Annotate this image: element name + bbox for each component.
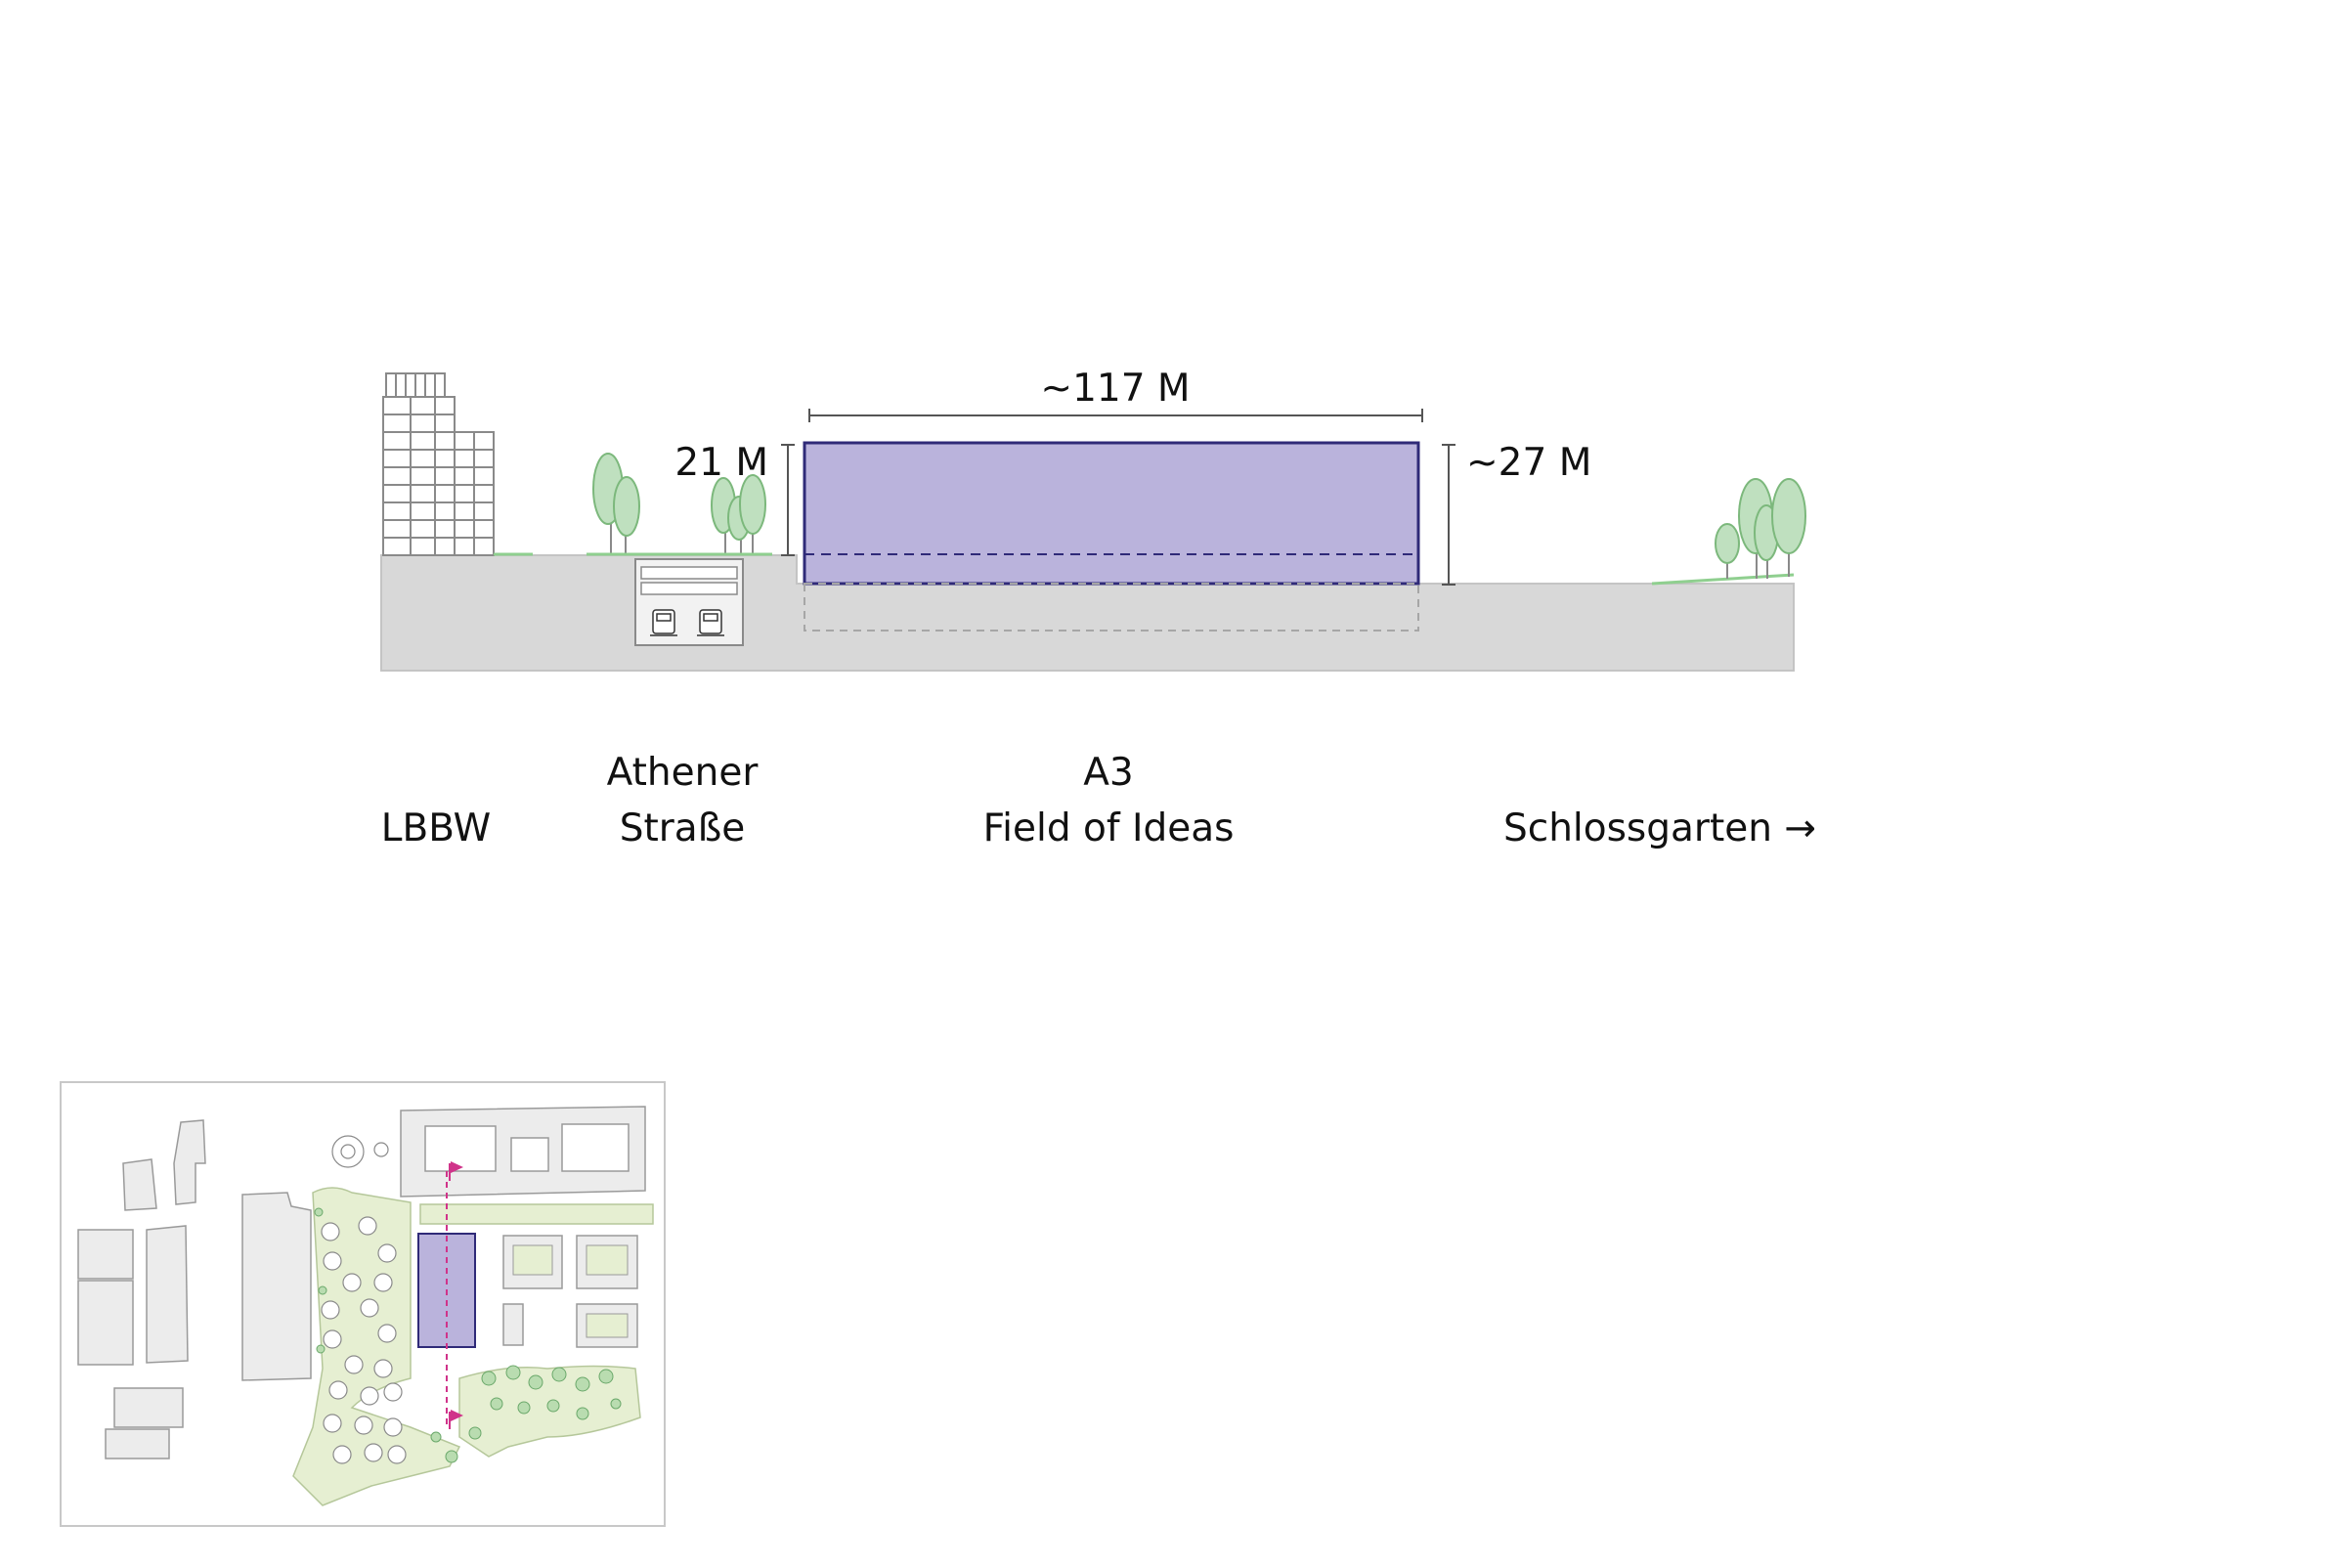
a3-building-volume [803, 441, 1420, 586]
tunnel [634, 558, 744, 646]
flag-marker-icon [449, 1161, 463, 1181]
label-park: Schlossgarten → [1503, 806, 1816, 850]
left-height-dimension [781, 444, 795, 556]
width-label: ~117 M [1040, 367, 1190, 411]
label-building-line2: Field of Ideas [983, 806, 1235, 850]
tree-pits [321, 1135, 407, 1464]
a3-basement-outline [804, 583, 1419, 632]
train-icon [697, 609, 724, 636]
site-plan-inset [60, 1081, 666, 1527]
context-buildings [77, 1106, 646, 1459]
right-height-label: ~27 M [1466, 441, 1591, 485]
street-trees [494, 453, 772, 556]
left-height-label: 21 M [674, 441, 768, 485]
flag-marker-icon [449, 1410, 463, 1429]
train-icon [650, 609, 677, 636]
courtyards [512, 1244, 629, 1338]
label-lbbw: LBBW [381, 806, 491, 850]
park-trees [1715, 478, 1806, 579]
label-street-line1: Athener [607, 751, 760, 795]
right-height-dimension [1442, 444, 1455, 586]
grass-line [1651, 573, 1795, 586]
width-dimension [808, 409, 1423, 422]
lbbw-building [382, 372, 495, 556]
label-building-line1: A3 [1083, 751, 1134, 795]
label-street-line2: Straße [620, 806, 746, 850]
